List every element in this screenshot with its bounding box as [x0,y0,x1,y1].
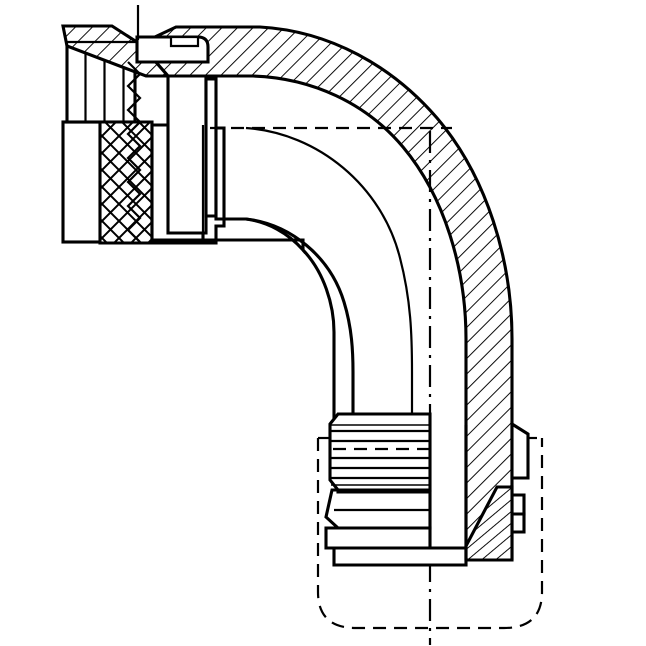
inner-bore-curve [224,126,414,425]
lower-coupling [324,412,468,567]
gasket-lip-hatch [466,487,512,560]
upper-body [135,35,218,240]
diamond-knurl-pattern [100,122,152,243]
vertical-centerline [136,5,432,645]
serration-lines [331,424,430,486]
lower-flange [464,421,530,562]
thread-zigzag [126,61,142,243]
knurl-band [98,120,154,245]
